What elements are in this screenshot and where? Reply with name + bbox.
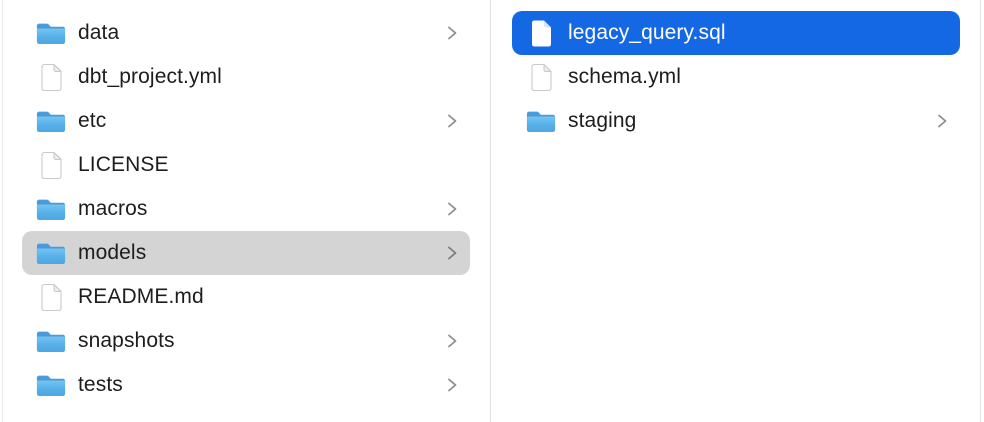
chevron-right-icon <box>446 24 460 42</box>
document-icon <box>526 62 556 92</box>
file-name: dbt_project.yml <box>78 65 222 88</box>
file-row-macros[interactable]: macros <box>22 187 470 231</box>
file-name: data <box>78 21 120 44</box>
file-row-etc[interactable]: etc <box>22 99 470 143</box>
document-icon <box>36 282 66 312</box>
folder-icon <box>36 194 66 224</box>
file-name: LICENSE <box>78 153 169 176</box>
chevron-right-icon <box>446 332 460 350</box>
file-row-staging[interactable]: staging <box>512 99 960 143</box>
chevron-right-icon <box>936 112 950 130</box>
folder-icon <box>36 18 66 48</box>
file-name: snapshots <box>78 329 175 352</box>
file-row-license[interactable]: LICENSE <box>22 143 470 187</box>
file-name: staging <box>568 109 637 132</box>
chevron-right-icon <box>446 244 460 262</box>
file-row-schema-yml[interactable]: schema.yml <box>512 55 960 99</box>
column-parent: data dbt_project.yml etc <box>0 0 491 422</box>
document-icon <box>36 150 66 180</box>
file-row-dbt-project-yml[interactable]: dbt_project.yml <box>22 55 470 99</box>
file-row-data[interactable]: data <box>22 11 470 55</box>
document-icon <box>36 62 66 92</box>
file-name: models <box>78 241 147 264</box>
file-row-readme-md[interactable]: README.md <box>22 275 470 319</box>
file-name: etc <box>78 109 107 132</box>
file-name: README.md <box>78 285 204 308</box>
folder-icon <box>526 106 556 136</box>
file-name: legacy_query.sql <box>568 21 726 44</box>
chevron-right-icon <box>446 112 460 130</box>
file-name: macros <box>78 197 148 220</box>
folder-icon <box>36 370 66 400</box>
file-row-snapshots[interactable]: snapshots <box>22 319 470 363</box>
folder-icon <box>36 326 66 356</box>
left-column-divider <box>2 0 3 422</box>
file-row-legacy-query-sql-selected[interactable]: legacy_query.sql <box>512 11 960 55</box>
folder-icon <box>36 238 66 268</box>
chevron-right-icon <box>446 200 460 218</box>
chevron-right-icon <box>446 376 460 394</box>
column-next-sliver <box>981 0 984 422</box>
column-models-contents: legacy_query.sql schema.yml staging <box>491 0 981 422</box>
file-name: tests <box>78 373 123 396</box>
file-row-models-selected[interactable]: models <box>22 231 470 275</box>
folder-icon <box>36 106 66 136</box>
file-row-tests[interactable]: tests <box>22 363 470 407</box>
document-icon <box>526 18 556 48</box>
file-name: schema.yml <box>568 65 682 88</box>
